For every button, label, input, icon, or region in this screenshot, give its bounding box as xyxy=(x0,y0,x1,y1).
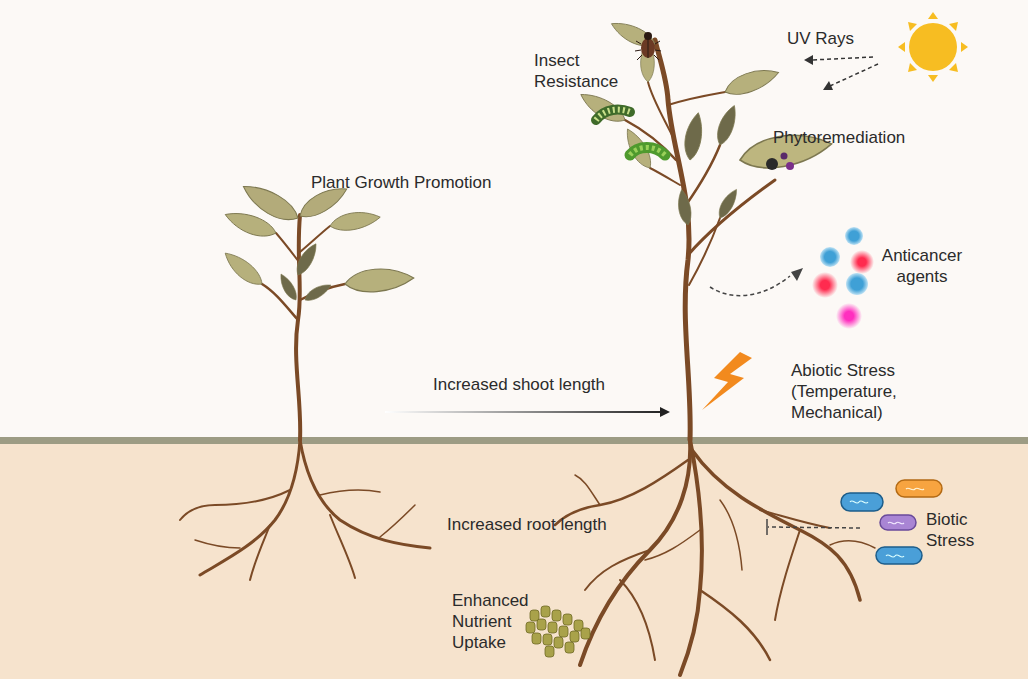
small-plant-leaves xyxy=(220,178,415,304)
large-plant-stem xyxy=(625,40,775,440)
sun xyxy=(898,12,968,82)
pollutant-particles xyxy=(766,153,794,171)
nutrient-pellets xyxy=(526,606,590,657)
large-plant-leaves xyxy=(576,17,834,226)
annotation-label: Plant Growth Promotion xyxy=(311,172,491,193)
annotation-label: Increased root length xyxy=(447,514,607,535)
caterpillar xyxy=(596,110,630,120)
annotation-label: Anticancer agents xyxy=(872,245,972,287)
uv-arrows xyxy=(812,57,878,86)
annotation-label: Phytoremediation xyxy=(773,127,905,148)
annotation-label: Increased shoot length xyxy=(433,374,605,395)
anticancer-dashed-arrow xyxy=(710,268,803,296)
annotation-label: Insect Resistance xyxy=(534,50,644,92)
soil xyxy=(0,437,1028,679)
beetle xyxy=(635,32,661,60)
caterpillar xyxy=(630,148,665,156)
annotation-label: UV Rays xyxy=(787,28,854,49)
annotation-label: Biotic Stress xyxy=(926,509,988,551)
lightning-bolt xyxy=(702,352,752,410)
shoot-length-arrow xyxy=(385,407,670,417)
annotation-label: Abiotic Stress (Temperature, Mechanical) xyxy=(791,360,911,423)
small-plant-stem xyxy=(262,215,345,440)
small-plant-roots xyxy=(180,440,430,580)
bacteria xyxy=(767,480,942,564)
large-plant-roots xyxy=(555,440,875,675)
anticancer-molecules xyxy=(812,227,874,329)
uv-arrowheads xyxy=(804,55,833,90)
annotation-label: Enhanced Nutrient Uptake xyxy=(452,590,537,653)
